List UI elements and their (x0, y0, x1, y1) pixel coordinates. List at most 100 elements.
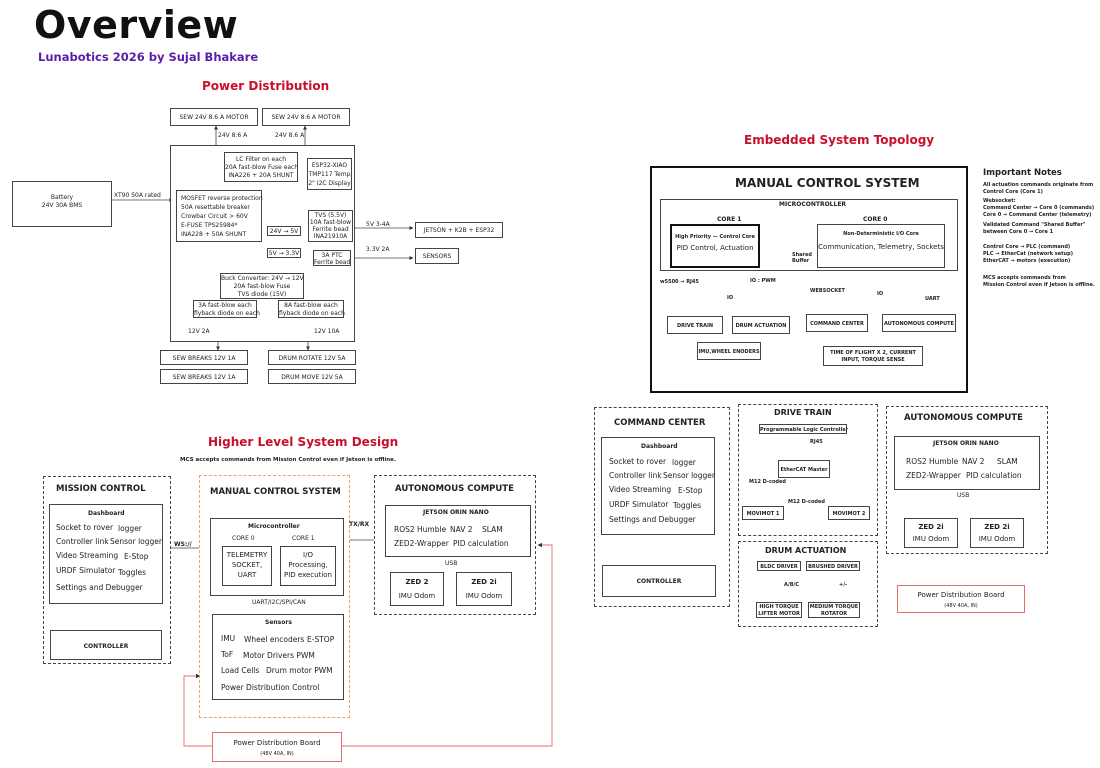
note-line: PLC → EtherCat (network setup) (983, 251, 1073, 257)
pdb-box-left: Power Distribution Board (48V 40A, IN) (212, 732, 342, 762)
cc-item: Sensor logger (663, 471, 715, 480)
drive-train-node: DRIVE TRAIN (667, 316, 723, 334)
io-pwm-label: IO : PWM (750, 278, 776, 284)
note-line: Mission Control even if Jetson is offlin… (983, 282, 1095, 288)
hl-ac-item: ROS2 Humble (394, 525, 447, 534)
sensor-item: IMU (221, 634, 236, 643)
note-line: between Core 0 → Core 1 (983, 229, 1054, 235)
cc-dashboard-label: Dashboard (641, 443, 678, 450)
esp32-box: ESP32-XIAO TMP117 Temp 2" I2C Display (307, 158, 352, 190)
drive-train-title: DRIVE TRAIN (774, 408, 832, 417)
mcs-title: MANUAL CONTROL SYSTEM (735, 176, 920, 190)
motor-box-1: SEW 24V 8.6 A MOTOR (170, 108, 258, 126)
hl-jetson-box (385, 505, 531, 557)
ws-label: WS:// (174, 541, 192, 548)
motor-voltage-1: 24V 8.6 A (218, 132, 248, 139)
txrx-label: TX/RX (349, 521, 370, 528)
abc-label: A/B/C (784, 582, 800, 588)
cc-item: URDF Simulator (609, 500, 669, 509)
cc-item: Settings and Debugger (609, 515, 696, 524)
hl-mcs-title: MANUAL CONTROL SYSTEM (210, 487, 341, 497)
core0-box: Non-Deterministic I/O Core Communication… (817, 224, 945, 268)
hl-ac-item: PID calculation (453, 539, 509, 548)
ac-item: NAV 2 (962, 457, 985, 466)
ac-item: ROS2 Humble (906, 457, 959, 466)
zed2i-box-b: ZED 2i IMU Odom (970, 518, 1024, 548)
jetson-detail-box (894, 436, 1040, 490)
imu-encoders-node: IMU,WHEEL ENODERS (697, 342, 761, 360)
movimot-1-box: MOVIMOT 1 (742, 506, 784, 520)
mc-item: Sensor logger (110, 537, 162, 546)
cc-item: E-Stop (678, 486, 703, 495)
note-line: All actuation commands originate from (983, 182, 1094, 188)
drum-actuation-title: DRUM ACTUATION (765, 546, 847, 555)
rj45-label: RJ45 (810, 439, 823, 445)
hl-micro-label: Microcontroller (248, 523, 300, 530)
page-title: Overview (34, 3, 239, 47)
hl-core1-box: I/O Processing, PID execution (280, 546, 336, 586)
cc-dashboard-box (601, 437, 715, 535)
zed2i-box-a: ZED 2i IMU Odom (904, 518, 958, 548)
mc-item: Settings and Debugger (56, 583, 143, 592)
sensor-item: E-STOP (307, 635, 335, 644)
hl-core0-box: TELEMETRY SOCKET, UART (222, 546, 272, 586)
hl-note: MCS accepts commands from Mission Contro… (180, 457, 397, 463)
note-line: Websocket: (983, 198, 1016, 204)
autonomous-compute-node: AUTONOMOUS COMPUTE (882, 314, 956, 332)
hl-zed2-box: ZED 2 IMU Odom (390, 572, 444, 606)
drum-actuation-node: DRUM ACTUATION (732, 316, 790, 334)
hl-core1-label: CORE 1 (292, 535, 315, 542)
cc-controller-box: CONTROLLER (602, 565, 716, 597)
cc-item: Socket to rover (609, 457, 667, 466)
mc-item: E-Stop (124, 552, 149, 561)
mc-dashboard-label: Dashboard (88, 510, 125, 517)
mc-item: Toggles (118, 568, 147, 577)
converter-5v-3v3: 5V → 3.3V (267, 248, 301, 258)
connector-label: XT90 50A rated (114, 192, 161, 199)
rail-12v-2a: 12V 2A (188, 328, 210, 335)
mc-item: Controller link (56, 537, 109, 546)
cc-item: Video Streaming (609, 485, 672, 494)
mc-dashboard-box (49, 504, 163, 604)
hl-section-title: Higher Level System Design (208, 435, 399, 449)
lc-filter-box: LC Filter on each 20A fast-blow Fuse eac… (224, 152, 298, 182)
tof-sensors-node: TIME OF FLIGHT X 2, CURRENT INPUT, TORQU… (823, 346, 923, 366)
microcontroller-label: MICROCONTROLLER (779, 201, 847, 208)
hl-zed2i-box: ZED 2i IMU Odom (456, 572, 512, 606)
hl-ac-item: SLAM (482, 525, 503, 534)
note-line: Validated Command "Shared Buffer" (983, 222, 1086, 228)
tvs-box: TVS (5.5V) 10A fast-blow Ferrite bead IN… (308, 210, 353, 242)
mission-control-title: MISSION CONTROL (56, 484, 146, 494)
buck-converter-box: Buck Converter: 24V → 12V 20A fast-blow … (220, 273, 304, 299)
m12-label-b: M12 D-coded (788, 499, 825, 505)
note-line: EtherCAT → motors (execution) (983, 258, 1071, 264)
note-line: Core 0 → Command Center (telemetry) (983, 212, 1092, 218)
plc-box: Programmable Logic Controller (759, 424, 848, 434)
breaks-box-1: SEW BREAKS 12V 1A (160, 350, 248, 365)
ethercat-master-box: EtherCAT Master (778, 460, 830, 478)
output-5v-label: 5V 3-4A (366, 221, 390, 228)
mosfet-protection-box: MOSFET reverse protection 50A resettable… (176, 190, 263, 242)
sensors-load-box: SENSORS (415, 248, 459, 264)
lifter-motor-box: HIGH TORQUE LIFTER MOTOR (756, 602, 802, 618)
mc-item: Video Streaming (56, 551, 119, 560)
ac-item: PID calculation (966, 471, 1022, 480)
rotator-motor-box: MEDIUM TORQUE ROTATOR (808, 602, 860, 618)
core1-box: High Priority — Control Core PID Control… (670, 224, 760, 268)
command-center-node: COMMAND CENTER (806, 314, 868, 332)
cc-item: Controller link (609, 471, 662, 480)
core1-label: CORE 1 (717, 216, 742, 223)
output-3v3-label: 3.3V 2A (366, 246, 390, 253)
sensor-item: Drum motor PWM (266, 666, 333, 675)
fuse-3a-box: 3A fast-blow each flyback diode on each (193, 300, 260, 318)
hl-ac-item: NAV 2 (450, 525, 473, 534)
uart-bus-label: UART/I2C/SPI/CAN (252, 599, 306, 606)
motor-box-2: SEW 24V 8.6 A MOTOR (262, 108, 350, 126)
page-subtitle: Lunabotics 2026 by Sujal Bhakare (38, 50, 259, 64)
websocket-label: WEBSOCKET (810, 288, 845, 294)
plus-minus-label: +/- (839, 582, 848, 588)
cc-item: Toggles (673, 501, 702, 510)
hl-core0-label: CORE 0 (232, 535, 255, 542)
